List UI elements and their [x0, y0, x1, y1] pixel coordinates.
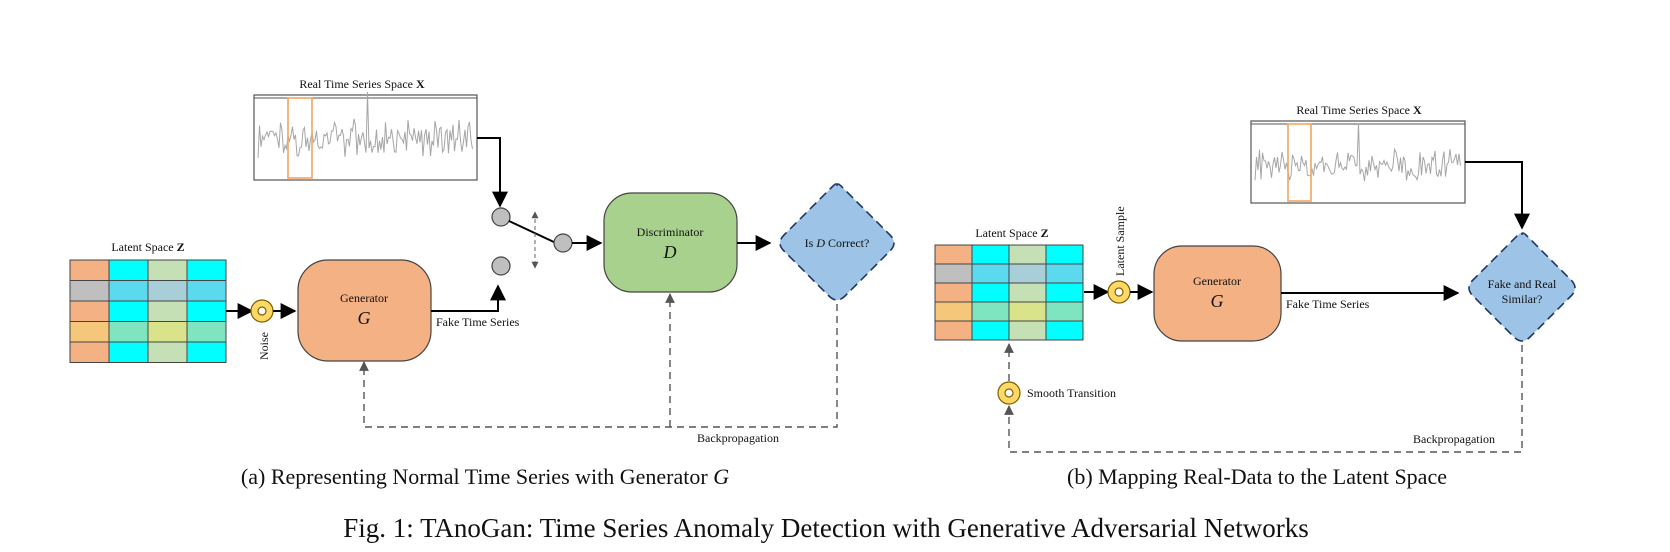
latent-cell	[1008, 263, 1047, 284]
latent-cell	[971, 282, 1010, 303]
latent-cell	[934, 263, 973, 284]
svg-text:G: G	[1211, 291, 1224, 311]
svg-text:D: D	[663, 242, 677, 262]
latent-cell	[69, 321, 110, 343]
panel-a-ts-trace	[257, 91, 473, 159]
panel-b-backprop: Backpropagation	[1004, 343, 1523, 453]
latent-cell	[108, 259, 149, 281]
svg-text:Fake and Real: Fake and Real	[1488, 277, 1557, 291]
panel-a-caption: (a) Representing Normal Time Series with…	[241, 464, 729, 489]
latent-cell	[1008, 244, 1047, 265]
latent-cell	[971, 301, 1010, 322]
svg-text:Generator: Generator	[340, 291, 388, 305]
panel-b-sliding-window	[1287, 123, 1312, 202]
latent-cell	[1045, 320, 1084, 341]
panel-a-fake-ts-label: Fake Time Series	[436, 315, 520, 329]
latent-cell	[186, 300, 227, 322]
latent-cell	[1008, 320, 1047, 341]
panel-a-noise-knob	[250, 299, 274, 323]
latent-cell	[1045, 301, 1084, 322]
panel-a-backprop-label: Backpropagation	[697, 431, 779, 445]
panel-a-decision: Is D Correct?	[779, 183, 895, 301]
latent-cell	[186, 341, 227, 363]
panel-b-fake-ts-label: Fake Time Series	[1286, 297, 1370, 311]
latent-cell	[69, 300, 110, 322]
panel-a-real-time-series	[253, 91, 478, 181]
latent-cell	[147, 341, 188, 363]
svg-text:G: G	[358, 308, 371, 328]
latent-cell	[108, 341, 149, 363]
latent-cell	[971, 320, 1010, 341]
figure-caption: Fig. 1: TAnoGan: Time Series Anomaly Det…	[343, 513, 1308, 543]
latent-cell	[971, 244, 1010, 265]
latent-cell	[108, 321, 149, 343]
latent-cell	[147, 259, 188, 281]
panel-a-generator: Generator G	[297, 259, 432, 362]
panel-a-latent-title: Latent Space Z	[111, 240, 184, 254]
latent-cell	[1045, 244, 1084, 265]
latent-cell	[971, 263, 1010, 284]
panel-a-sliding-window	[287, 97, 313, 179]
panel-a-ts-title: Real Time Series Space X	[299, 77, 425, 91]
panel-b-real-time-series	[1250, 120, 1466, 204]
panel-b-ts-trace	[1254, 123, 1461, 182]
latent-cell	[108, 280, 149, 302]
panel-a-latent-grid	[69, 259, 227, 363]
panel-b-backprop-label: Backpropagation	[1413, 432, 1495, 446]
latent-cell	[1008, 282, 1047, 303]
latent-cell	[934, 244, 973, 265]
panel-b-latent-sample-label: Latent Sample	[1113, 206, 1127, 276]
svg-text:Is D Correct?: Is D Correct?	[805, 236, 870, 250]
panel-b-caption: (b) Mapping Real-Data to the Latent Spac…	[1067, 464, 1447, 489]
latent-cell	[186, 280, 227, 302]
panel-b-latent-grid	[934, 244, 1084, 341]
latent-cell	[1008, 301, 1047, 322]
panel-b-latent-sample-knob	[1107, 280, 1131, 304]
latent-cell	[108, 300, 149, 322]
latent-cell	[934, 282, 973, 303]
panel-a-input-switch	[491, 207, 573, 276]
latent-cell	[186, 321, 227, 343]
svg-text:Similar?: Similar?	[1502, 292, 1543, 306]
panel-b-decision: Fake and Real Similar?	[1468, 232, 1576, 342]
latent-cell	[147, 321, 188, 343]
latent-cell	[1045, 282, 1084, 303]
latent-cell	[147, 280, 188, 302]
panel-b-smooth-transition-knob	[997, 381, 1021, 405]
svg-text:Discriminator: Discriminator	[637, 225, 704, 239]
panel-a-noise-label: Noise	[257, 332, 271, 360]
latent-cell	[186, 259, 227, 281]
panel-a-discriminator: Discriminator D	[603, 192, 738, 293]
latent-cell	[934, 301, 973, 322]
panel-a-backprop: Backpropagation	[359, 293, 838, 445]
svg-text:Generator: Generator	[1193, 274, 1241, 288]
panel-b-latent-title: Latent Space Z	[975, 226, 1048, 240]
latent-cell	[934, 320, 973, 341]
latent-cell	[69, 280, 110, 302]
panel-a: Real Time Series Space X Latent Space Z …	[69, 77, 895, 489]
latent-cell	[69, 341, 110, 363]
latent-cell	[1045, 263, 1084, 284]
latent-cell	[69, 259, 110, 281]
panel-b-smooth-transition-label: Smooth Transition	[1027, 386, 1116, 400]
panel-b-generator: Generator G	[1153, 245, 1282, 342]
panel-b-ts-title: Real Time Series Space X	[1296, 103, 1422, 117]
panel-b: Real Time Series Space X Latent Space Z …	[934, 103, 1576, 489]
latent-cell	[147, 300, 188, 322]
